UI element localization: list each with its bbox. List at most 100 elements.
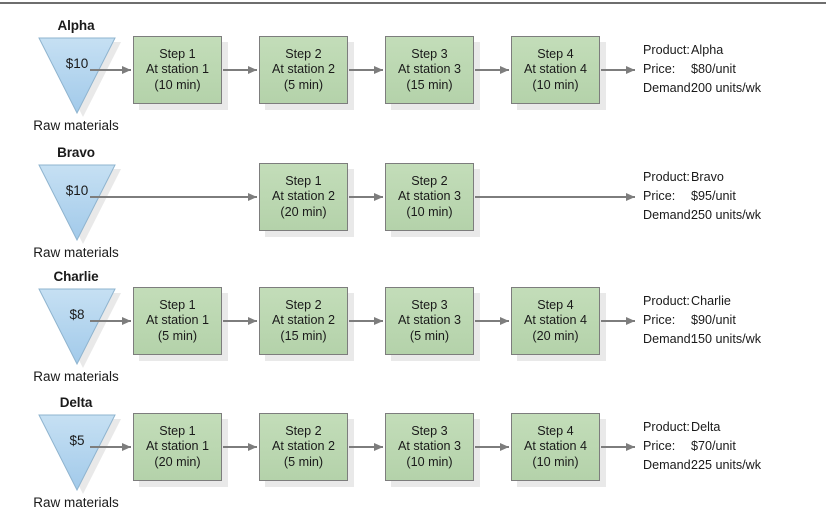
info-value-price: $70/unit bbox=[691, 439, 736, 454]
process-step-label: Step 2 bbox=[411, 173, 448, 188]
product-name-label: Bravo bbox=[57, 145, 95, 160]
arrow-output-bravo bbox=[475, 193, 635, 202]
raw-materials-caption: Raw materials bbox=[33, 245, 119, 260]
process-station-label: At station 2 bbox=[271, 439, 335, 454]
arrow-shaft bbox=[90, 196, 257, 198]
arrow-head-icon bbox=[248, 317, 257, 325]
process-station-label: At station 4 bbox=[523, 313, 587, 328]
arrow-shaft bbox=[90, 69, 131, 71]
info-line-price: Price:$80/unit bbox=[643, 60, 826, 79]
raw-materials-caption: Raw materials bbox=[33, 495, 119, 510]
arrow-head-icon bbox=[374, 66, 383, 74]
process-station-label: At station 2 bbox=[271, 189, 335, 204]
arrow-input-charlie bbox=[90, 317, 131, 326]
product-name-label: Delta bbox=[59, 395, 93, 410]
product-name-label: Alpha bbox=[57, 18, 95, 33]
process-step-label: Step 4 bbox=[537, 46, 574, 61]
arrow-head-icon bbox=[122, 317, 131, 325]
arrow-head-icon bbox=[248, 66, 257, 74]
arrow-head-icon bbox=[122, 443, 131, 451]
info-line-price: Price: $95/unit bbox=[643, 187, 826, 206]
process-step-label: Step 1 bbox=[159, 423, 196, 438]
arrow-between-charlie-1 bbox=[349, 317, 383, 326]
process-step-label: Step 4 bbox=[537, 297, 574, 312]
raw-material-triangle bbox=[38, 36, 116, 115]
process-time-label: (5 min) bbox=[283, 454, 324, 469]
arrow-head-icon bbox=[374, 317, 383, 325]
arrow-between-charlie-2 bbox=[475, 317, 509, 326]
process-step-label: Step 1 bbox=[285, 173, 322, 188]
arrow-shaft bbox=[475, 69, 509, 71]
arrow-output-delta bbox=[601, 443, 635, 452]
info-value-demand: 150 units/wk bbox=[691, 332, 762, 347]
arrow-head-icon bbox=[500, 443, 509, 451]
arrow-head-icon bbox=[500, 66, 509, 74]
process-station-label: At station 3 bbox=[397, 62, 461, 77]
info-key-product: Product: bbox=[643, 43, 690, 57]
process-time-label: (10 min) bbox=[406, 454, 453, 469]
raw-materials-caption: Raw materials bbox=[33, 118, 119, 133]
top-divider-rule bbox=[0, 2, 826, 4]
process-station-label: At station 1 bbox=[145, 62, 209, 77]
arrow-output-charlie bbox=[601, 317, 635, 326]
arrow-head-icon bbox=[374, 193, 383, 201]
info-key-demand: Demand: bbox=[643, 458, 695, 473]
arrow-head-icon bbox=[248, 193, 257, 201]
process-step-label: Step 4 bbox=[537, 423, 574, 438]
arrow-shaft bbox=[349, 320, 383, 322]
info-line-product: Product:Alpha bbox=[643, 41, 826, 60]
process-step-label: Step 2 bbox=[285, 297, 322, 312]
info-key-price: Price: bbox=[643, 189, 676, 204]
info-value-price: $95/unit bbox=[691, 189, 736, 204]
info-key-demand: Demand: bbox=[643, 332, 695, 347]
process-time-label: (10 min) bbox=[154, 77, 201, 92]
arrow-between-delta-2 bbox=[475, 443, 509, 452]
info-line-demand: Demand:150 units/wk bbox=[643, 330, 826, 349]
raw-material-triangle bbox=[38, 287, 116, 366]
raw-material-triangle bbox=[38, 413, 116, 492]
info-key-product: Product: bbox=[643, 170, 690, 184]
info-value-product: Bravo bbox=[691, 170, 724, 184]
process-step-label: Step 3 bbox=[411, 423, 448, 438]
process-station-label: At station 1 bbox=[145, 439, 209, 454]
process-station-label: At station 1 bbox=[145, 313, 209, 328]
arrow-head-icon bbox=[248, 443, 257, 451]
process-time-label: (15 min) bbox=[406, 77, 453, 92]
process-station-label: At station 3 bbox=[397, 189, 461, 204]
info-line-price: Price:$90/unit bbox=[643, 311, 826, 330]
process-station-label: At station 2 bbox=[271, 62, 335, 77]
process-time-label: (15 min) bbox=[280, 328, 327, 343]
info-key-price: Price: bbox=[643, 439, 676, 454]
product-name-label: Charlie bbox=[53, 269, 99, 284]
clipped-caption-text bbox=[32, 499, 332, 511]
info-line-product: Product:Delta bbox=[643, 418, 826, 437]
process-station-label: At station 4 bbox=[523, 62, 587, 77]
process-step-label: Step 2 bbox=[285, 423, 322, 438]
info-key-demand: Demand: bbox=[643, 81, 695, 96]
info-line-demand: Demand:225 units/wk bbox=[643, 456, 826, 475]
process-step-label: Step 3 bbox=[411, 46, 448, 61]
info-value-product: Alpha bbox=[691, 43, 724, 57]
process-time-label: (10 min) bbox=[532, 454, 579, 469]
info-value-product: Delta bbox=[691, 420, 721, 434]
arrow-shaft bbox=[601, 69, 635, 71]
arrow-head-icon bbox=[626, 443, 635, 451]
arrow-shaft bbox=[223, 69, 257, 71]
process-time-label: (10 min) bbox=[406, 204, 453, 219]
